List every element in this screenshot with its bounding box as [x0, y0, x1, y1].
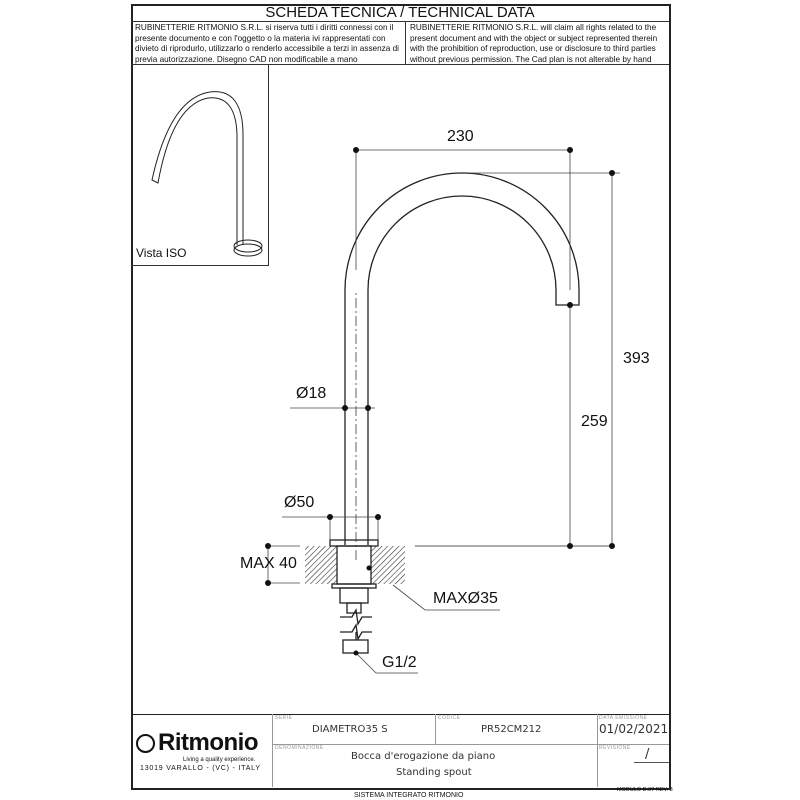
revisione-underline [634, 762, 669, 763]
copyright-note-english: RUBINETTERIE RITMONIO S.R.L. will claim … [410, 23, 658, 64]
dimension-base-diameter: Ø50 [284, 494, 315, 511]
denominazione-english: Standing spout [396, 767, 472, 778]
dimension-spout-height: 259 [581, 413, 608, 430]
serie-value: DIAMETRO35 S [312, 724, 388, 735]
dimension-max-thickness: MAX 40 [240, 555, 297, 572]
title-block-divider [435, 714, 436, 744]
tagline: Living a quality experience. [183, 757, 256, 763]
dimension-thread: G1/2 [382, 654, 417, 671]
ritmonio-logo: Ritmonio [136, 729, 258, 757]
iso-spout-drawing [151, 91, 263, 257]
codice-value: PR52CM212 [481, 724, 542, 735]
denominazione-label: DENOMINAZIONE [275, 745, 324, 751]
title-block-divider [272, 714, 273, 787]
denominazione-italian: Bocca d'erogazione da piano [351, 751, 496, 762]
title-block-divider [597, 714, 598, 787]
copyright-note-italian: RUBINETTERIE RITMONIO S.R.L. si riserva … [131, 21, 406, 64]
data-value: 01/02/2021 [599, 722, 669, 736]
address: 13019 VARALLO - (VC) - ITALY [140, 765, 261, 772]
page-title: SCHEDA TECNICA / TECHNICAL DATA [131, 4, 669, 22]
revisione-label: REVISIONE [599, 745, 631, 751]
logo-text: Ritmonio [158, 729, 258, 756]
dimension-lines [267, 149, 620, 674]
dimension-pipe-diameter: Ø18 [296, 385, 327, 402]
iso-view-label: Vista ISO [136, 246, 187, 260]
footer-module: MODULO D.37 REV. 3 [617, 787, 673, 793]
logo-mark-icon [136, 733, 155, 753]
revisione-value: / [645, 747, 650, 762]
footer-system: SISTEMA INTEGRATO RITMONIO [354, 792, 464, 799]
data-label: DATA EMISSIONE [599, 715, 648, 721]
header-divider [131, 64, 669, 65]
title-block-divider [131, 714, 669, 715]
drawing-frame [131, 4, 671, 790]
title-block-divider [272, 744, 669, 745]
codice-label: CODICE [438, 715, 461, 721]
dimension-max-hole: MAXØ35 [433, 590, 498, 607]
serie-label: SERIE [275, 715, 293, 721]
dimension-total-height: 393 [623, 350, 650, 367]
spout-drawing [305, 172, 612, 654]
dimension-width: 230 [447, 128, 474, 145]
iso-view-box [131, 64, 269, 266]
dimension-dots [265, 147, 615, 656]
